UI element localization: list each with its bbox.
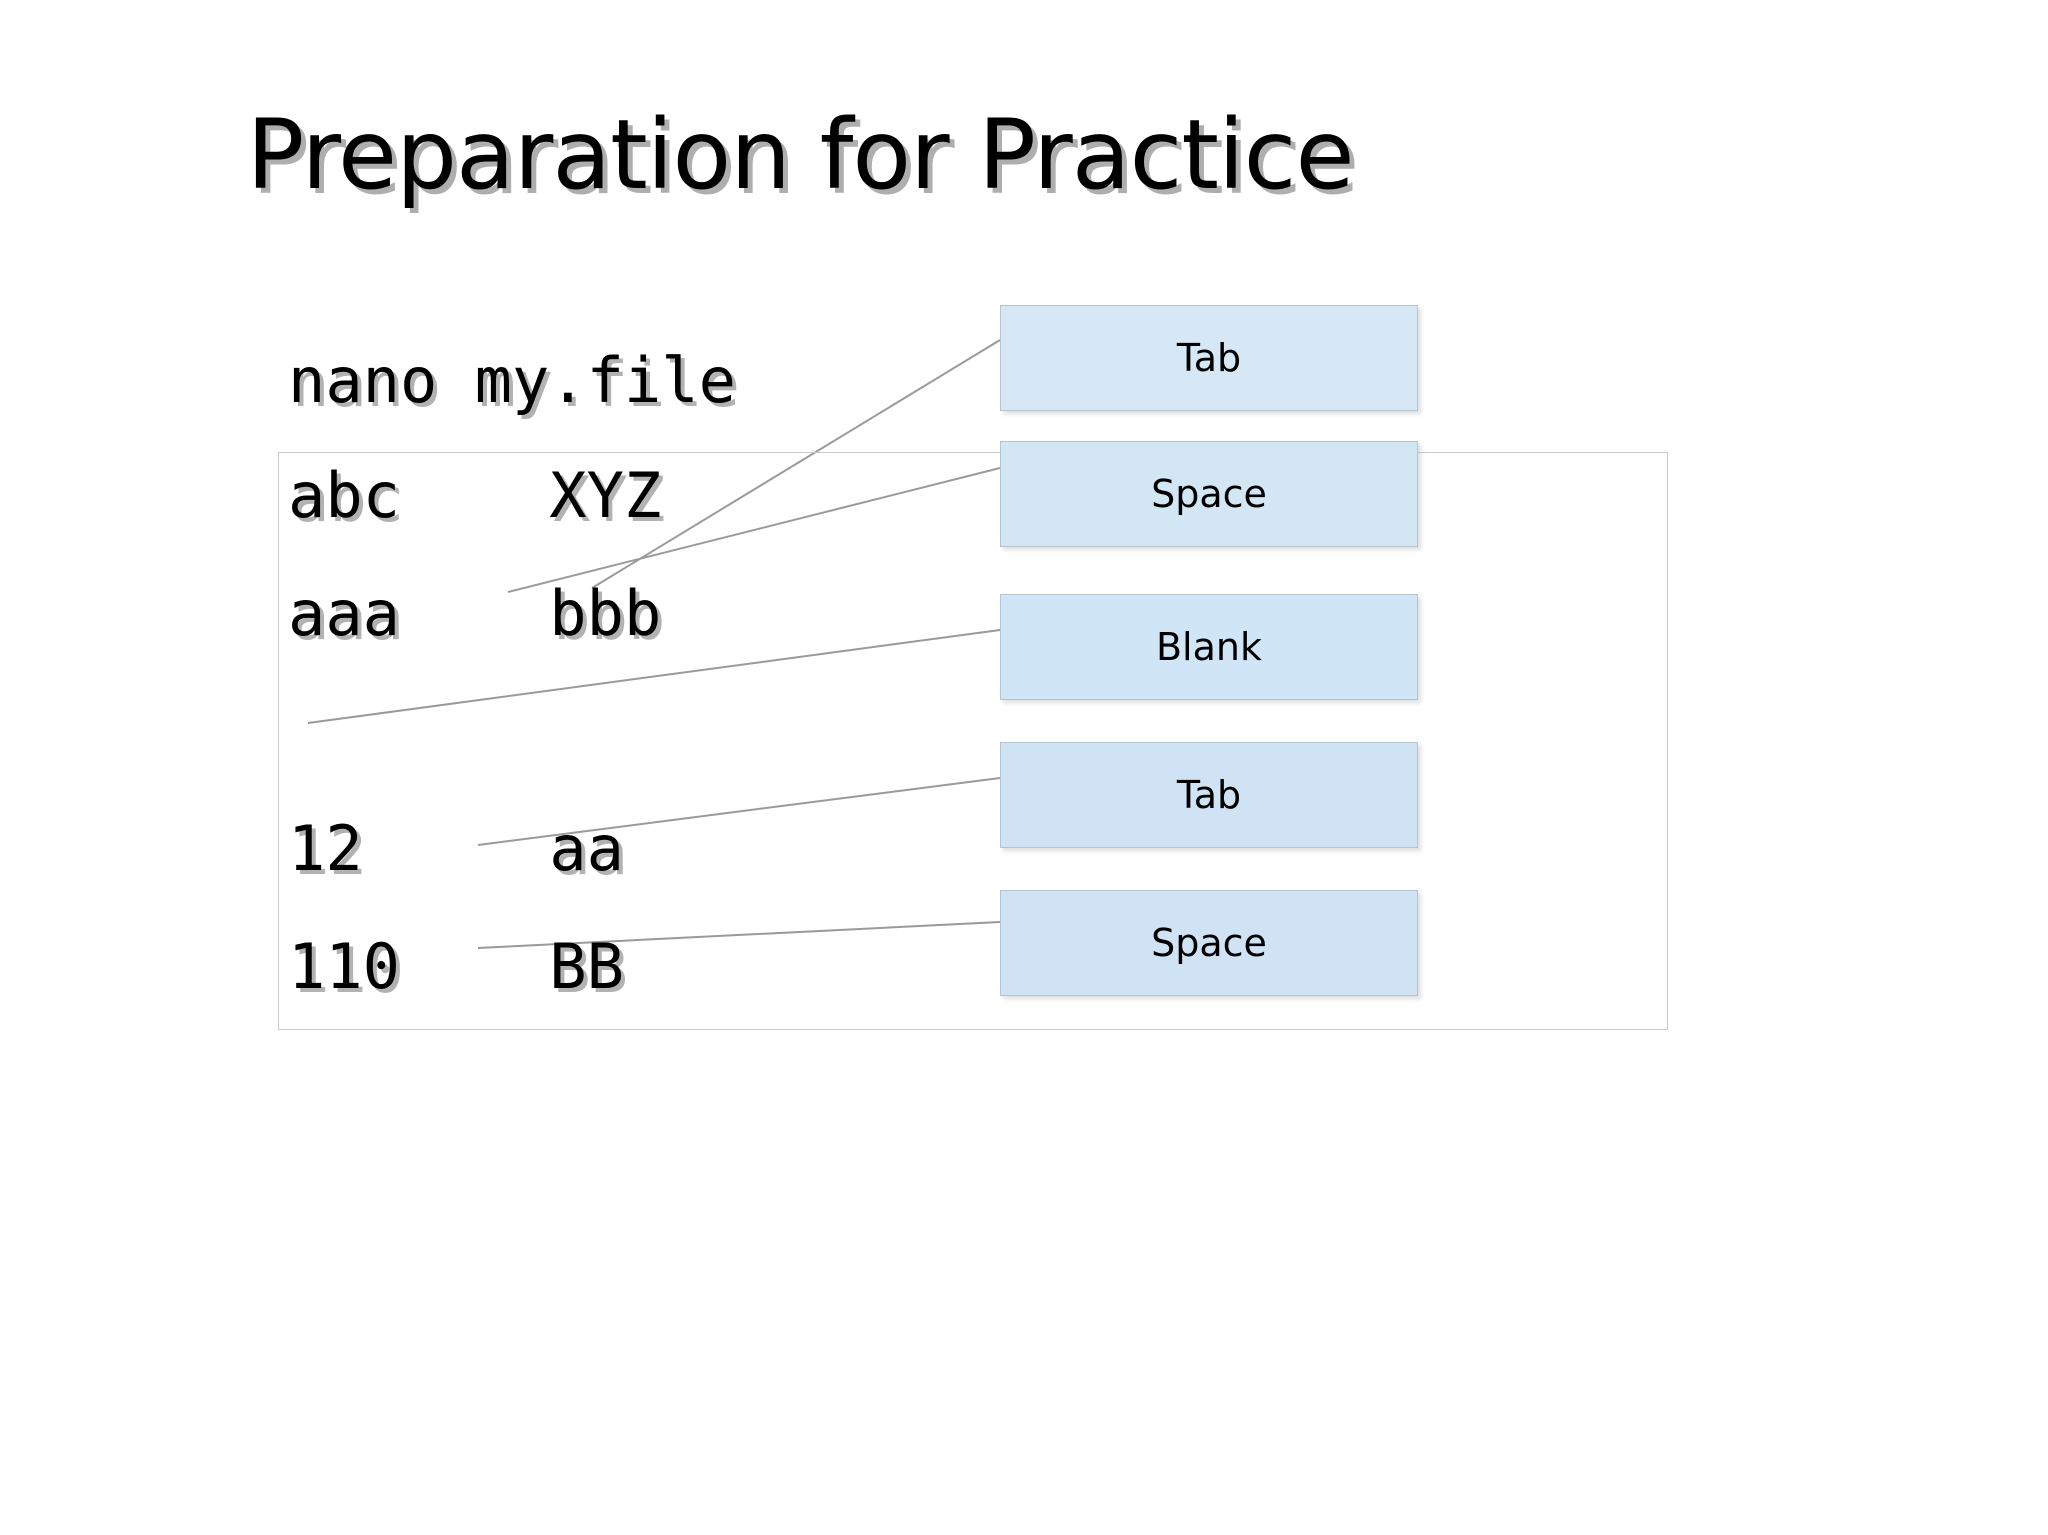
callout-label: Tab — [1176, 773, 1242, 817]
code-line-5: 110 BB — [288, 930, 624, 1003]
callout-label: Space — [1151, 921, 1267, 965]
code-block-border — [278, 452, 1668, 1030]
callout-label: Space — [1151, 472, 1267, 516]
code-line-4: 12 aa — [288, 812, 624, 885]
callout-box-tab-2: Tab — [1000, 742, 1418, 848]
code-line-1: abc XYZ — [288, 459, 662, 532]
callout-box-tab-1: Tab — [1000, 305, 1418, 411]
code-line-2: aaa bbb — [288, 577, 662, 650]
code-command-line: nano my.file — [288, 344, 736, 417]
callout-label: Blank — [1155, 625, 1262, 669]
callout-box-space-1: Space — [1000, 441, 1418, 547]
callout-label: Tab — [1176, 336, 1242, 380]
callout-box-space-2: Space — [1000, 890, 1418, 996]
page-title: Preparation for Practice — [246, 99, 1354, 211]
callout-box-blank: Blank — [1000, 594, 1418, 700]
